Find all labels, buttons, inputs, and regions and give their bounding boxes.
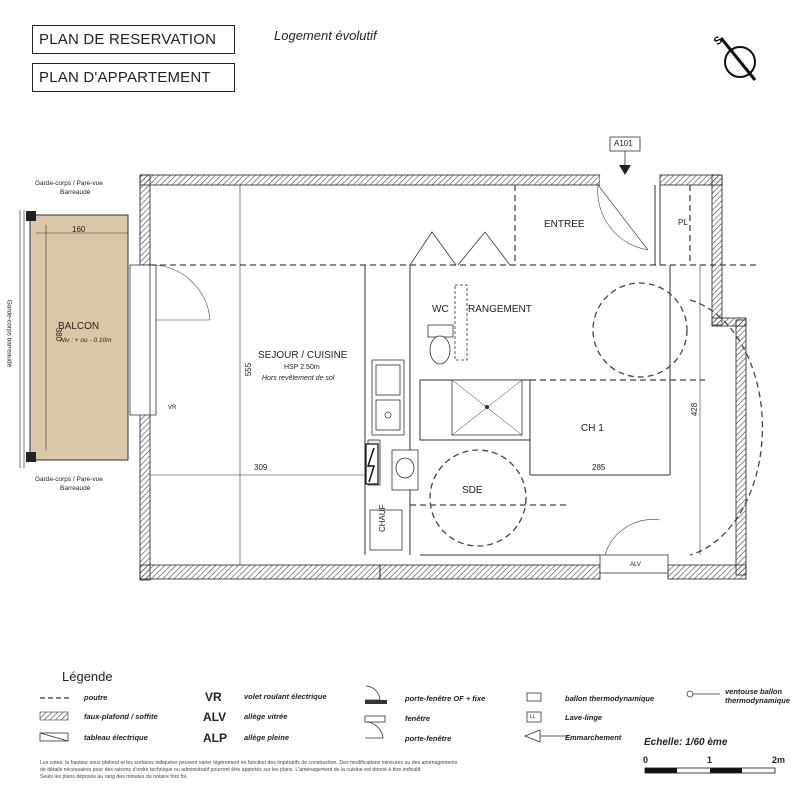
legend-porte-fenetre: porte-fenêtre — [405, 734, 452, 743]
scale-0: 0 — [643, 755, 649, 765]
room-rangement: RANGEMENT — [468, 304, 532, 315]
legend-poutre: poutre — [84, 693, 108, 702]
vr-label: VR — [168, 405, 177, 411]
scale-2m: 2m — [772, 755, 786, 765]
legend-ll: LL — [530, 714, 536, 720]
room-sejour: SEJOUR / CUISINE — [258, 350, 348, 361]
dim-160: 160 — [72, 225, 86, 234]
balcony — [19, 210, 129, 468]
svg-text:S: S — [712, 34, 725, 48]
compass-icon: S — [712, 34, 757, 81]
legend-alp: allège pleine — [244, 733, 290, 742]
outer-walls — [139, 174, 747, 581]
railing-side: Garde-corps barreaudé — [5, 299, 13, 368]
legend-pf-fixe: porte-fenêtre OF + fixe — [405, 694, 486, 703]
legend-lave-linge: Lave-linge — [565, 713, 603, 722]
legend-alv: allège vitrée — [244, 712, 288, 721]
entry-door — [597, 136, 655, 251]
beams — [150, 185, 760, 506]
legend-vr: volet roulant électrique — [244, 692, 327, 701]
storage-doors — [409, 231, 511, 266]
wc-fixtures — [427, 284, 468, 365]
scale-label: Echelle: 1/60 ème — [644, 737, 728, 748]
footnote-line-2: de détails nécessaires pour des raisons … — [40, 767, 422, 773]
railing-top2: Barreaudé — [60, 189, 91, 196]
heater — [369, 509, 403, 551]
alv-label: ALV — [630, 562, 641, 568]
title-reservation: PLAN DE RESERVATION — [32, 25, 235, 54]
room-revetement: Hors revêtement de sol — [262, 375, 335, 382]
legend-fenetre: fenêtre — [405, 714, 431, 723]
dim-380: 380 — [54, 327, 64, 342]
footnote-line-1: Les cotes, la hauteur sous plafond et le… — [40, 760, 458, 766]
legend-alv-code: ALV — [203, 710, 227, 724]
door-ref: A101 — [614, 139, 633, 148]
room-chauf: CHAUF — [378, 504, 387, 532]
title-appartement: PLAN D'APPARTEMENT — [32, 63, 235, 92]
legend-icons — [39, 685, 720, 743]
dim-285: 285 — [592, 463, 606, 472]
scale-bar — [644, 767, 776, 774]
dim-555: 555 — [244, 362, 254, 377]
room-wc: WC — [432, 304, 449, 315]
legend-alp-code: ALP — [203, 731, 227, 745]
bottom-window — [599, 519, 669, 574]
legend-emmarchement: Emmarchement — [565, 733, 622, 742]
balcony-door — [129, 264, 211, 416]
legend-ballon: ballon thermodynamique — [565, 694, 655, 703]
railing-top: Garde-corps / Pare-vue — [35, 180, 103, 187]
railing-bottom: Garde-corps / Pare-vue — [35, 476, 103, 483]
legend-faux-plafond: faux-plafond / soffite — [84, 712, 158, 721]
dimension-lines — [150, 185, 701, 565]
scale-1: 1 — [707, 755, 713, 765]
footnote-line-3: Seuls les plans déposés au rang des minu… — [40, 774, 188, 780]
legend-title: Légende — [62, 669, 113, 684]
balcon-niveau: Niv : + ou - 0.10m — [60, 337, 112, 344]
dim-428: 428 — [690, 402, 700, 417]
railing-bottom2: Barreaudé — [60, 485, 91, 492]
room-hsp: HSP 2.50m — [284, 364, 320, 371]
electrical-panel-icon — [365, 443, 379, 485]
room-ch1: CH 1 — [581, 423, 604, 434]
kitchen — [367, 359, 419, 491]
room-balcon: BALCON — [58, 321, 100, 332]
legend-ventouse: ventouse ballon thermodynamique — [725, 687, 791, 705]
footnote: Les cotes, la hauteur sous plafond et le… — [40, 760, 560, 781]
room-entree: ENTREE — [544, 219, 585, 230]
subtitle: Logement évolutif — [274, 28, 377, 43]
dim-309: 309 — [254, 463, 268, 472]
turning-circles — [429, 282, 764, 556]
room-sde: SDE — [462, 485, 483, 496]
shower — [451, 379, 523, 436]
legend-tableau: tableau électrique — [84, 733, 148, 742]
legend-vr-code: VR — [205, 690, 222, 704]
room-pl: PL — [678, 218, 688, 227]
